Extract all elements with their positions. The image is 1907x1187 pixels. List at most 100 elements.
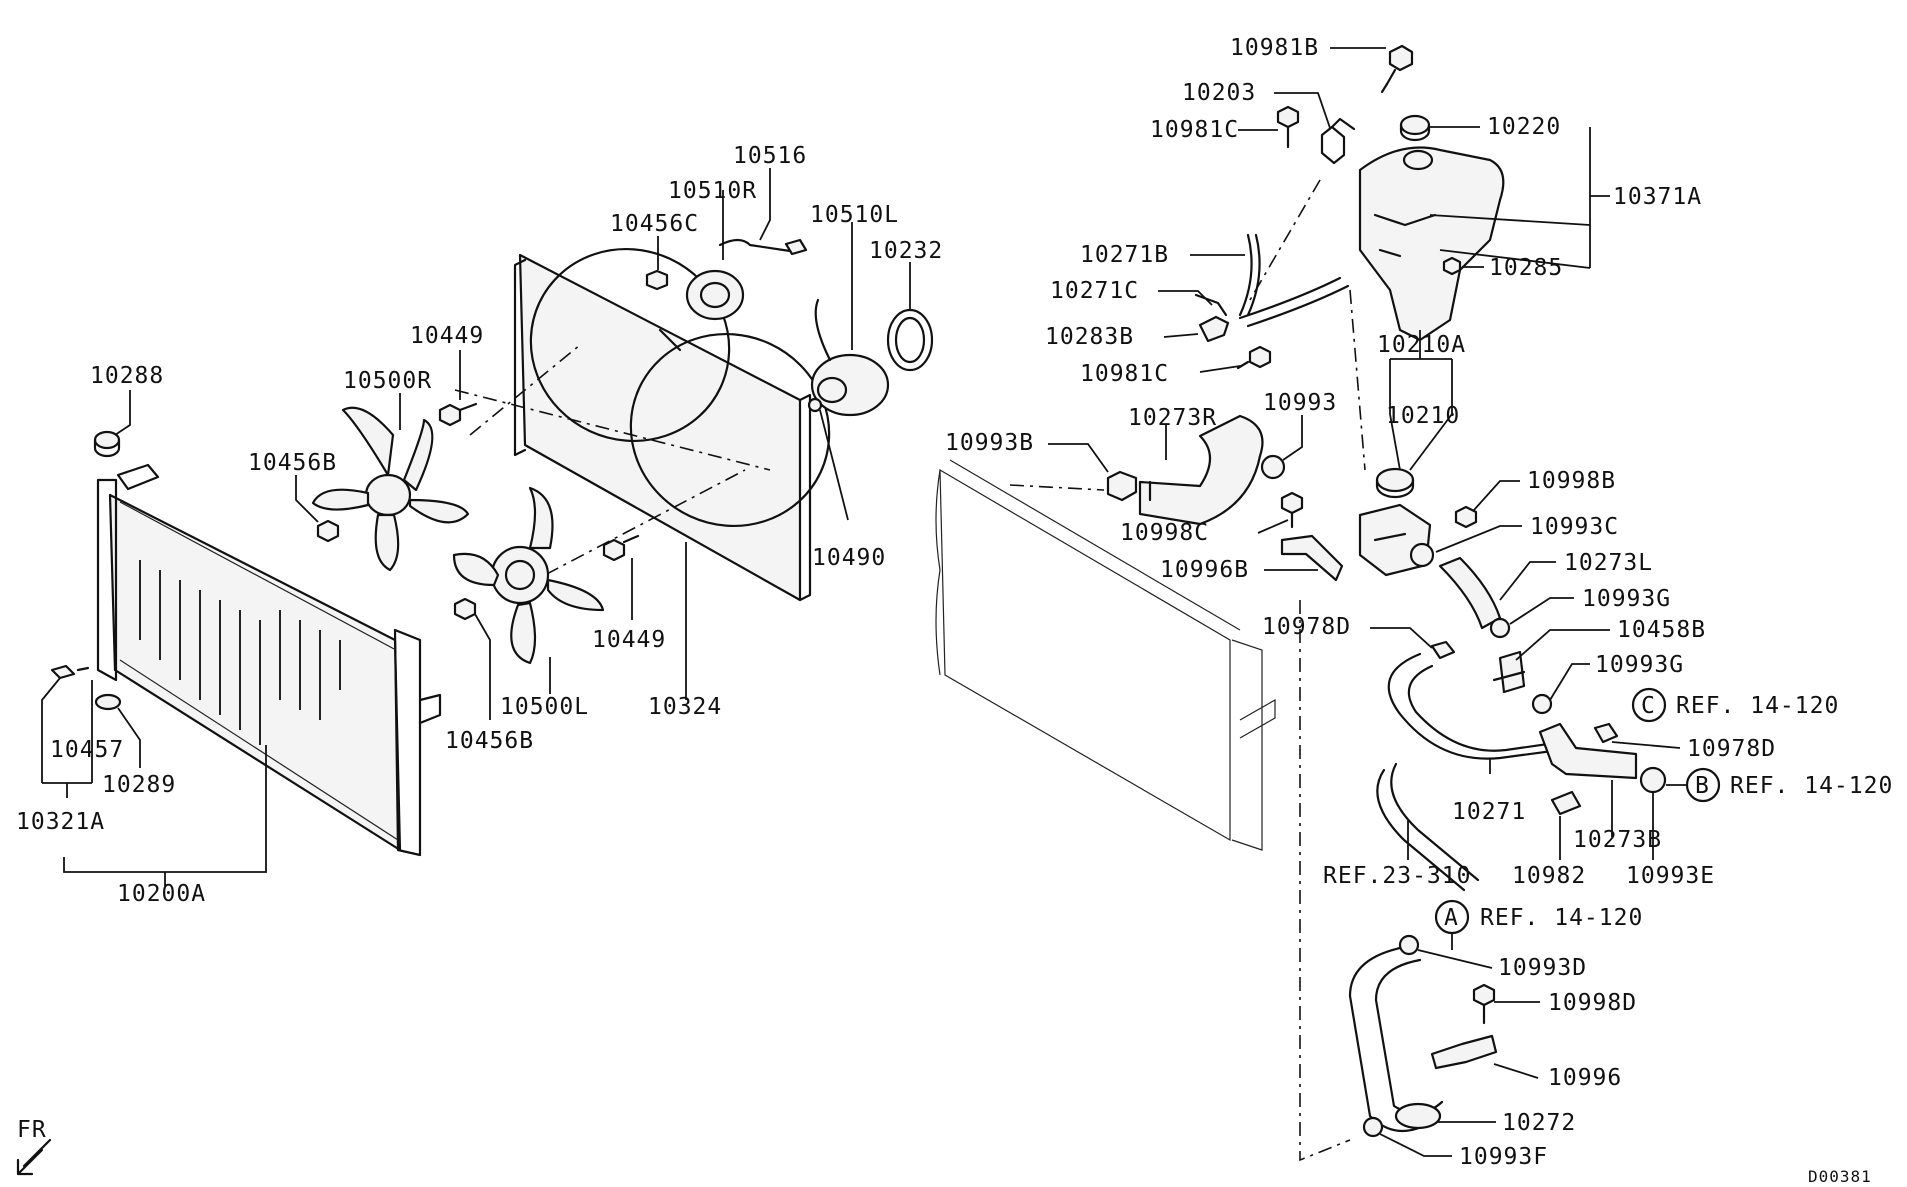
label-10490: 10490 [812,545,886,571]
label-fr: FR [17,1117,47,1143]
label-10283B: 10283B [1045,324,1134,350]
label-10993B: 10993B [945,430,1034,456]
label-10273R: 10273R [1128,405,1217,431]
radiator-fins [139,560,341,745]
label-10500R: 10500R [343,368,432,394]
hose-10273L-icon [1438,556,1502,630]
bolt-10981C-low-icon [1236,345,1272,370]
label-10203: 10203 [1182,80,1256,106]
grommet-10289-icon [94,693,122,711]
hose-10271-icon [1387,652,1584,762]
label-ref-a: REF. 14-120 [1480,905,1643,931]
hose-10273R-icon [1138,414,1264,526]
label-10273B: 10273B [1573,827,1662,853]
label-10998D: 10998D [1548,990,1637,1016]
label-10998C: 10998C [1120,520,1209,546]
fan-10500R-icon [311,406,470,572]
label-ref-b: REF. 14-120 [1730,773,1893,799]
label-ref-b-marker: B [1695,773,1710,799]
label-10993E: 10993E [1626,863,1715,889]
label-10996B: 10996B [1160,557,1249,583]
label-10210A: 10210A [1377,332,1466,358]
label-10516: 10516 [733,143,807,169]
label-ref-a-marker: A [1444,905,1459,931]
radiator-core-icon [96,463,442,857]
label-10978D-top: 10978D [1262,614,1351,640]
hose-10273B-icon [1538,722,1638,780]
hose-10271B-icon [1238,233,1350,328]
reserve-tank-icon [1358,146,1505,342]
label-10981C-top: 10981C [1150,117,1239,143]
clamp-10993C-icon [1409,542,1435,568]
bolt-10998C-icon [1280,491,1304,529]
label-10993D: 10993D [1498,955,1587,981]
label-10981C-low: 10981C [1080,361,1169,387]
label-10271B: 10271B [1080,242,1169,268]
label-10457: 10457 [50,737,124,763]
motor-10510R-icon [685,269,745,321]
fan-shroud-icon [513,247,831,602]
label-10993F: 10993F [1459,1144,1548,1170]
label-10500L: 10500L [500,694,589,720]
nut-10490-icon [807,397,823,413]
front-direction-arrow-icon [16,1138,52,1176]
label-10271: 10271 [1452,799,1526,825]
label-10273L: 10273L [1564,550,1653,576]
nut-10456B-top-icon [316,519,340,543]
clamp-10993E-icon [1639,766,1667,794]
clip-10978D-low-icon [1593,722,1619,744]
label-10220: 10220 [1487,114,1561,140]
label-10449-top: 10449 [410,323,484,349]
label-10272: 10272 [1502,1110,1576,1136]
clamp-10993D-icon [1398,934,1420,956]
bolt-10449-low-icon [602,534,640,562]
gasket-10232-icon [886,308,934,372]
clamp-10993-icon [1260,454,1286,480]
bracket-10203-icon [1320,117,1356,165]
label-10324: 10324 [648,694,722,720]
label-10996: 10996 [1548,1065,1622,1091]
cap-10220-icon [1399,114,1431,142]
radiator-cap-10210-icon [1375,467,1415,499]
bolt-10449-top-icon [438,402,478,427]
label-10321A: 10321A [16,809,105,835]
hose-10272-icon [1348,944,1444,1133]
tee-10458B-icon [1492,650,1526,694]
clamp-10993G-low-icon [1531,693,1553,715]
clamp-10993B-icon [1106,470,1138,502]
label-10232: 10232 [869,238,943,264]
harness-10516-icon [718,238,808,256]
label-10981B: 10981B [1230,35,1319,61]
clip-10978D-top-icon [1430,640,1456,660]
label-10456C: 10456C [610,211,699,237]
nut-10456C-icon [645,269,669,291]
label-10510L: 10510L [810,202,899,228]
cap-10288-icon [93,430,121,458]
bolt-10981B-icon [1380,44,1414,94]
label-10449-low: 10449 [592,627,666,653]
label-10978D-low: 10978D [1687,736,1776,762]
clamp-10271C-icon [1194,293,1228,317]
nut-10456B-low-icon [453,597,477,621]
label-10982: 10982 [1512,863,1586,889]
label-10371A: 10371A [1613,184,1702,210]
label-10998B: 10998B [1527,468,1616,494]
fastener-10285-icon [1442,256,1462,276]
label-10271C: 10271C [1050,278,1139,304]
label-10993: 10993 [1263,390,1337,416]
clamp-10982-icon [1550,790,1582,816]
label-10993G-top: 10993G [1582,586,1671,612]
clamp-10993G-top-icon [1489,617,1511,639]
plug-10457-icon [50,664,90,680]
label-10456B-top: 10456B [248,450,337,476]
bracket-10996B-icon [1280,534,1344,582]
ref-marker-c [1631,687,1667,723]
label-10993G-low: 10993G [1595,652,1684,678]
label-ref-c: REF. 14-120 [1676,693,1839,719]
label-10289: 10289 [102,772,176,798]
label-10288: 10288 [90,363,164,389]
label-ref-c-marker: C [1641,693,1656,719]
radiator-phantom-icon [935,459,1276,851]
bolt-10998B-icon [1454,505,1478,529]
